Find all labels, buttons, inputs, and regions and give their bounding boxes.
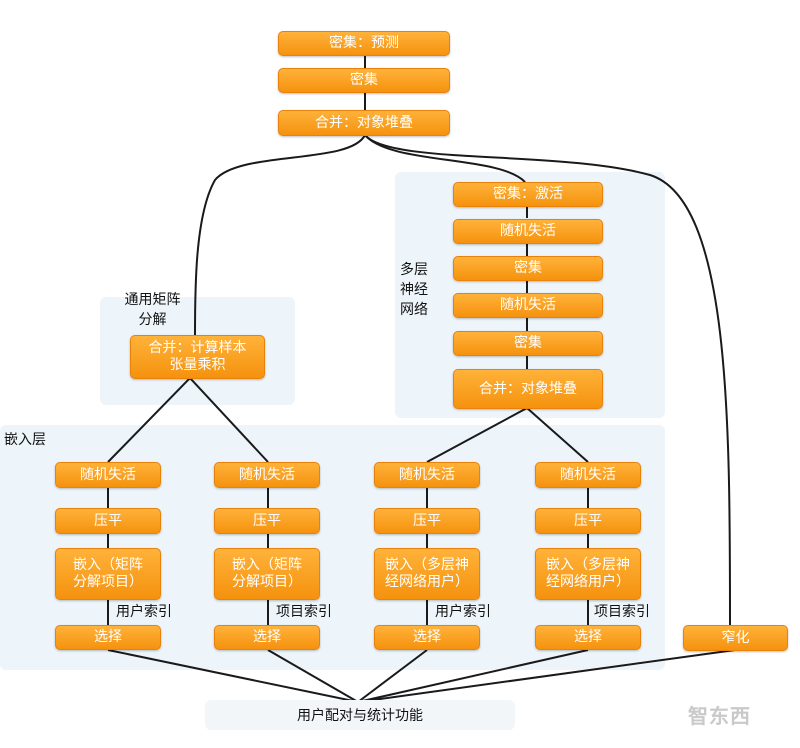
connector-concat-mf	[194, 134, 366, 336]
mlp-dense-node-1: 密集	[453, 256, 603, 281]
col3-index-label: 用户索引	[435, 604, 491, 620]
mf-product-node: 合并：计算样本 张量乘积	[130, 335, 265, 379]
connector-concat-narrow	[364, 134, 731, 626]
connector-mlp-col4	[526, 407, 589, 463]
col4-dropout-node: 随机失活	[535, 462, 641, 488]
dense-predict-node: 密集：预测	[278, 31, 450, 56]
connector-mlp-col3	[426, 407, 528, 463]
mf-title: 通用矩阵 分解	[124, 292, 181, 328]
col1-embedding-node: 嵌入（矩阵 分解项目）	[55, 548, 161, 600]
col2-dropout-node: 随机失活	[214, 462, 320, 488]
col2-select-node: 选择	[214, 625, 320, 650]
connector-narrow-bottom	[357, 649, 736, 703]
mlp-concat-node: 合并：对象堆叠	[453, 369, 603, 409]
col3-embedding-node: 嵌入（多层神 经网络用户）	[374, 548, 480, 600]
connector-mf-col1	[107, 377, 191, 463]
col2-embedding-node: 嵌入（矩阵 分解项目）	[214, 548, 320, 600]
col3-flatten-node: 压平	[374, 508, 480, 534]
col2-flatten-node: 压平	[214, 508, 320, 534]
mlp-dense-activation-node: 密集：激活	[453, 182, 603, 207]
col1-index-label: 用户索引	[116, 604, 172, 620]
mlp-dropout-node-1: 随机失活	[453, 219, 603, 244]
col1-select-node: 选择	[55, 625, 161, 650]
user-pair-stats-node: 用户配对与统计功能	[205, 700, 515, 730]
watermark-logo: 智东西	[688, 704, 751, 728]
connector-select4-bottom	[357, 649, 589, 703]
concat-object-stack-node: 合并：对象堆叠	[278, 110, 450, 136]
col4-index-label: 项目索引	[594, 604, 650, 620]
col1-dropout-node: 随机失活	[55, 462, 161, 488]
mlp-dropout-node-2: 随机失活	[453, 293, 603, 318]
col4-flatten-node: 压平	[535, 508, 641, 534]
col3-dropout-node: 随机失活	[374, 462, 480, 488]
col4-select-node: 选择	[535, 625, 641, 650]
mlp-title: 多层 神经 网络	[400, 262, 428, 318]
col2-index-label: 项目索引	[276, 604, 332, 620]
connector-select3-bottom	[357, 649, 428, 703]
col3-select-node: 选择	[374, 625, 480, 650]
col1-flatten-node: 压平	[55, 508, 161, 534]
connector-select2-bottom	[267, 649, 359, 703]
embedding-title: 嵌入层	[4, 432, 46, 448]
connector-mf-col2	[189, 377, 269, 463]
connector-select1-bottom	[107, 649, 359, 703]
narrow-node: 窄化	[683, 625, 788, 651]
mlp-dense-node-2: 密集	[453, 331, 603, 356]
col4-embedding-node: 嵌入（多层神 经网络用户）	[535, 548, 641, 600]
dense-node: 密集	[278, 68, 450, 93]
